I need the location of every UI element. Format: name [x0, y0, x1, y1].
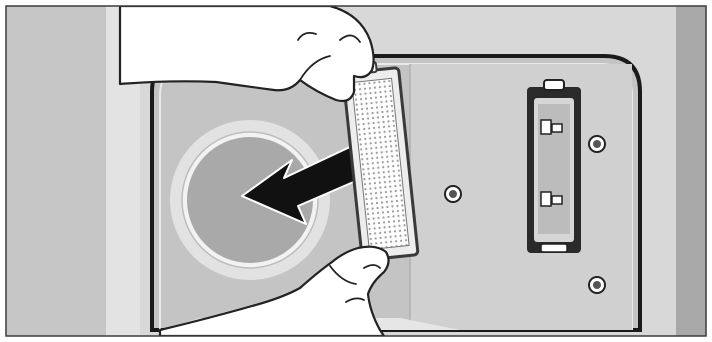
- left-wall-section: [6, 6, 106, 336]
- screw-icon: [589, 277, 605, 293]
- screw-icon: [589, 136, 605, 152]
- mounting-bracket-icon: [527, 80, 581, 253]
- screw-icon: [445, 186, 461, 202]
- right-wall-edge: [676, 6, 706, 336]
